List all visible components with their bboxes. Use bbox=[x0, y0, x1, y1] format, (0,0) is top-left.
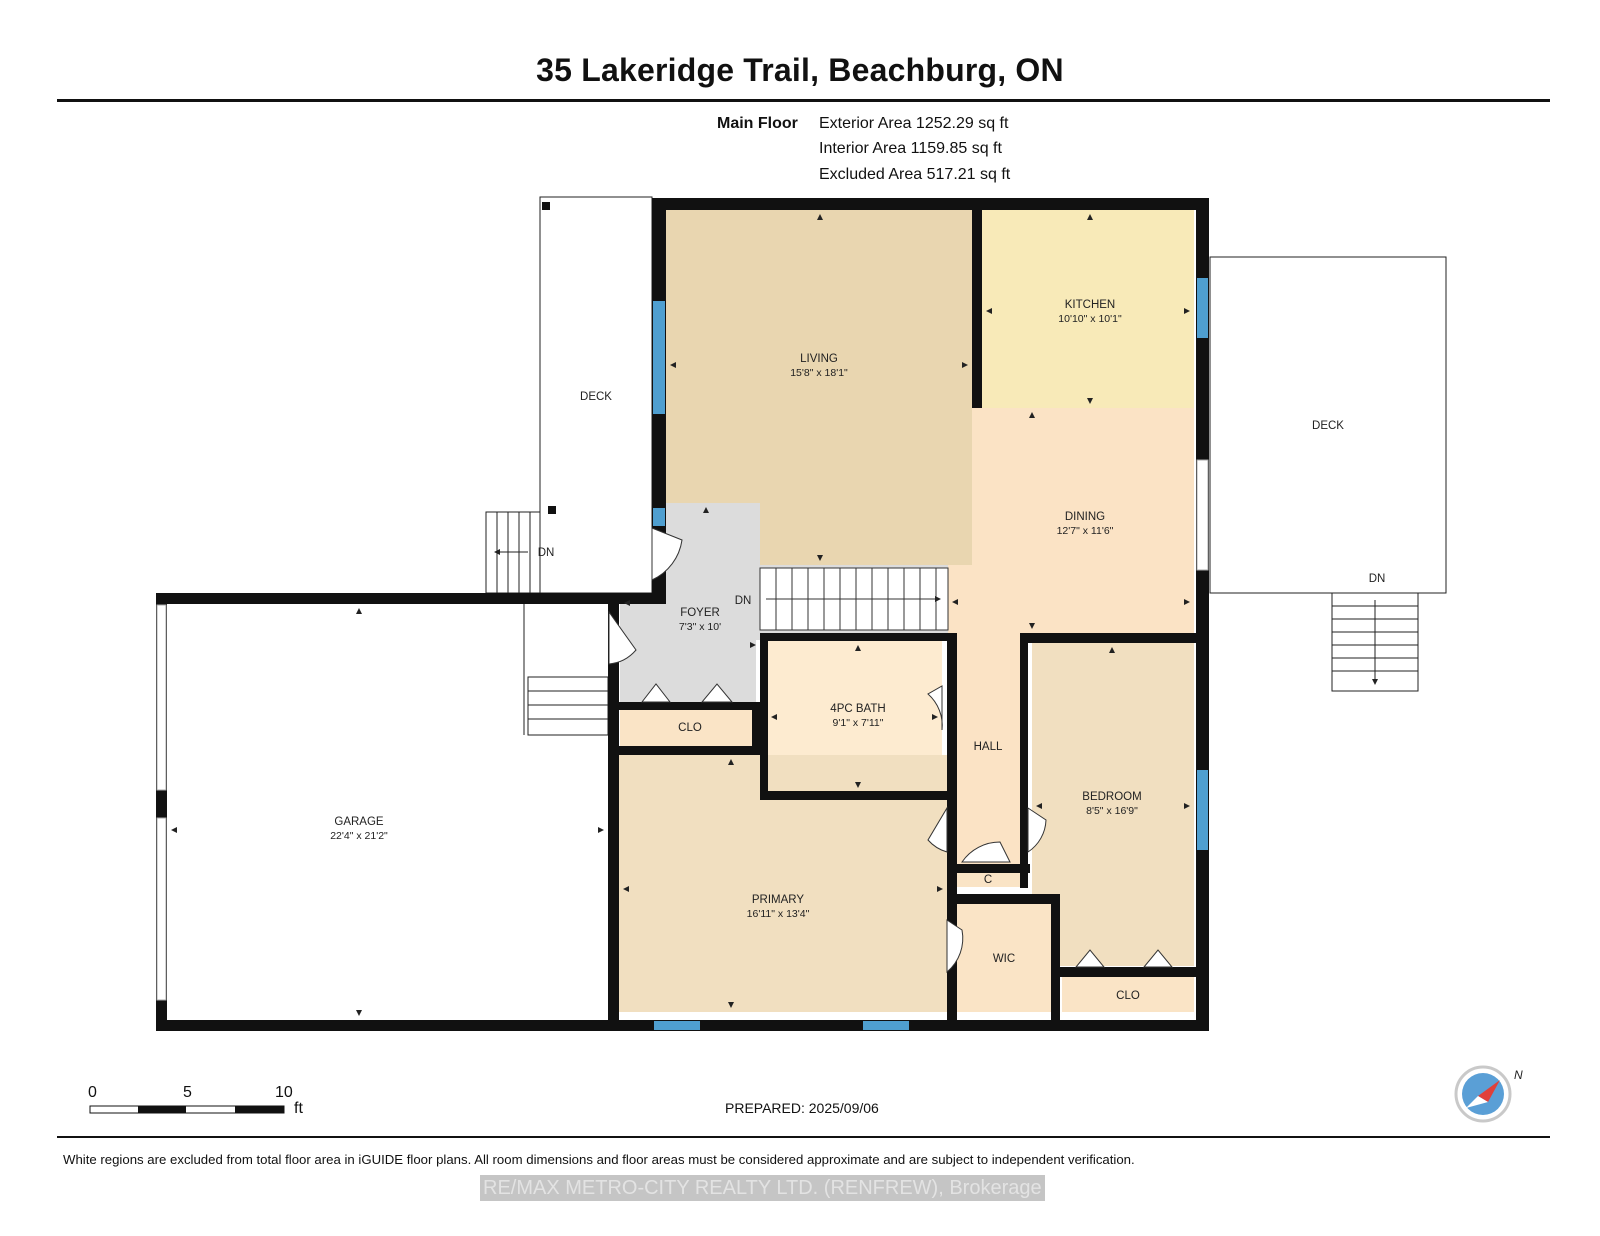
scale-tick-0: 0 bbox=[88, 1084, 97, 1101]
bedroom-closet-fill bbox=[1062, 977, 1194, 1012]
garage-label: GARAGE bbox=[334, 816, 384, 828]
living-label: LIVING bbox=[800, 353, 838, 365]
windows bbox=[156, 278, 1209, 1030]
scale-tick-10: 10 bbox=[275, 1084, 293, 1101]
scale-unit: ft bbox=[294, 1100, 303, 1117]
foyer-dims: 7'3" x 10' bbox=[679, 621, 721, 633]
foyer-fill bbox=[620, 503, 760, 703]
primary-dims: 16'11" x 13'4" bbox=[747, 908, 810, 920]
dining-label: DINING bbox=[1065, 511, 1105, 523]
primary-label: PRIMARY bbox=[752, 894, 805, 906]
hall-fill bbox=[957, 633, 1020, 864]
brokerage-watermark: RE/MAX METRO-CITY REALTY LTD. (RENFREW),… bbox=[480, 1175, 1045, 1201]
living-dims: 15'8" x 18'1" bbox=[790, 367, 848, 379]
compass-north-label: N bbox=[1514, 1068, 1523, 1082]
scale-bar bbox=[89, 1105, 285, 1114]
doors bbox=[608, 527, 1174, 974]
garage-dims: 22'4" x 21'2" bbox=[330, 830, 388, 842]
exterior-area: Exterior Area 1252.29 sq ft bbox=[819, 115, 1009, 132]
kitchen-fill bbox=[982, 210, 1194, 408]
prepared-date: PREPARED: 2025/09/06 bbox=[725, 1100, 879, 1116]
dining-fill bbox=[948, 408, 1194, 640]
left-deck-stairs bbox=[485, 511, 541, 594]
foyer-closet-label: CLO bbox=[678, 722, 702, 734]
garage-steps bbox=[523, 600, 609, 736]
wic-fill bbox=[957, 904, 1051, 1012]
title-divider bbox=[57, 99, 1550, 102]
deck-right-label: DECK bbox=[1312, 420, 1344, 432]
bedroom-label: BEDROOM bbox=[1082, 791, 1141, 803]
compass-icon: N bbox=[1454, 1065, 1523, 1123]
hall-label: HALL bbox=[974, 741, 1003, 753]
foyer-label: FOYER bbox=[680, 607, 720, 619]
interior-stairs bbox=[759, 567, 949, 631]
bedroom-dims: 8'5" x 16'9" bbox=[1086, 805, 1138, 817]
footer-divider bbox=[57, 1136, 1550, 1138]
c-closet-label: C bbox=[984, 874, 992, 886]
bath-dims: 9'1" x 7'11" bbox=[833, 717, 884, 729]
deck-post bbox=[548, 506, 556, 514]
dimension-arrows bbox=[171, 214, 1190, 1016]
c-closet-fill bbox=[957, 870, 1020, 887]
disclaimer: White regions are excluded from total fl… bbox=[63, 1152, 1135, 1167]
stairs-dn-label: DN bbox=[735, 595, 752, 607]
kitchen-dims: 10'10" x 10'1" bbox=[1058, 313, 1122, 325]
left-stairs-dn-label: DN bbox=[538, 547, 555, 559]
bath-label: 4PC BATH bbox=[830, 703, 885, 715]
floor-name: Main Floor bbox=[717, 115, 798, 132]
deck-left bbox=[539, 196, 653, 594]
deck-post bbox=[542, 202, 550, 210]
deck-left-label: DECK bbox=[580, 391, 612, 403]
kitchen-label: KITCHEN bbox=[1065, 299, 1115, 311]
scale-tick-5: 5 bbox=[183, 1084, 192, 1101]
right-stairs-dn-label: DN bbox=[1369, 573, 1386, 585]
foyer-closet-fill bbox=[620, 710, 756, 746]
dining-dims: 12'7" x 11'6" bbox=[1057, 525, 1114, 537]
wic-label: WIC bbox=[993, 953, 1015, 965]
plan-title: 35 Lakeridge Trail, Beachburg, ON bbox=[536, 52, 1064, 88]
bedroom-closet-label: CLO bbox=[1116, 990, 1140, 1002]
interior-area: Interior Area 1159.85 sq ft bbox=[819, 140, 1002, 157]
excluded-area: Excluded Area 517.21 sq ft bbox=[819, 166, 1011, 183]
right-deck-stairs bbox=[1331, 592, 1419, 692]
deck-right bbox=[1209, 256, 1447, 594]
